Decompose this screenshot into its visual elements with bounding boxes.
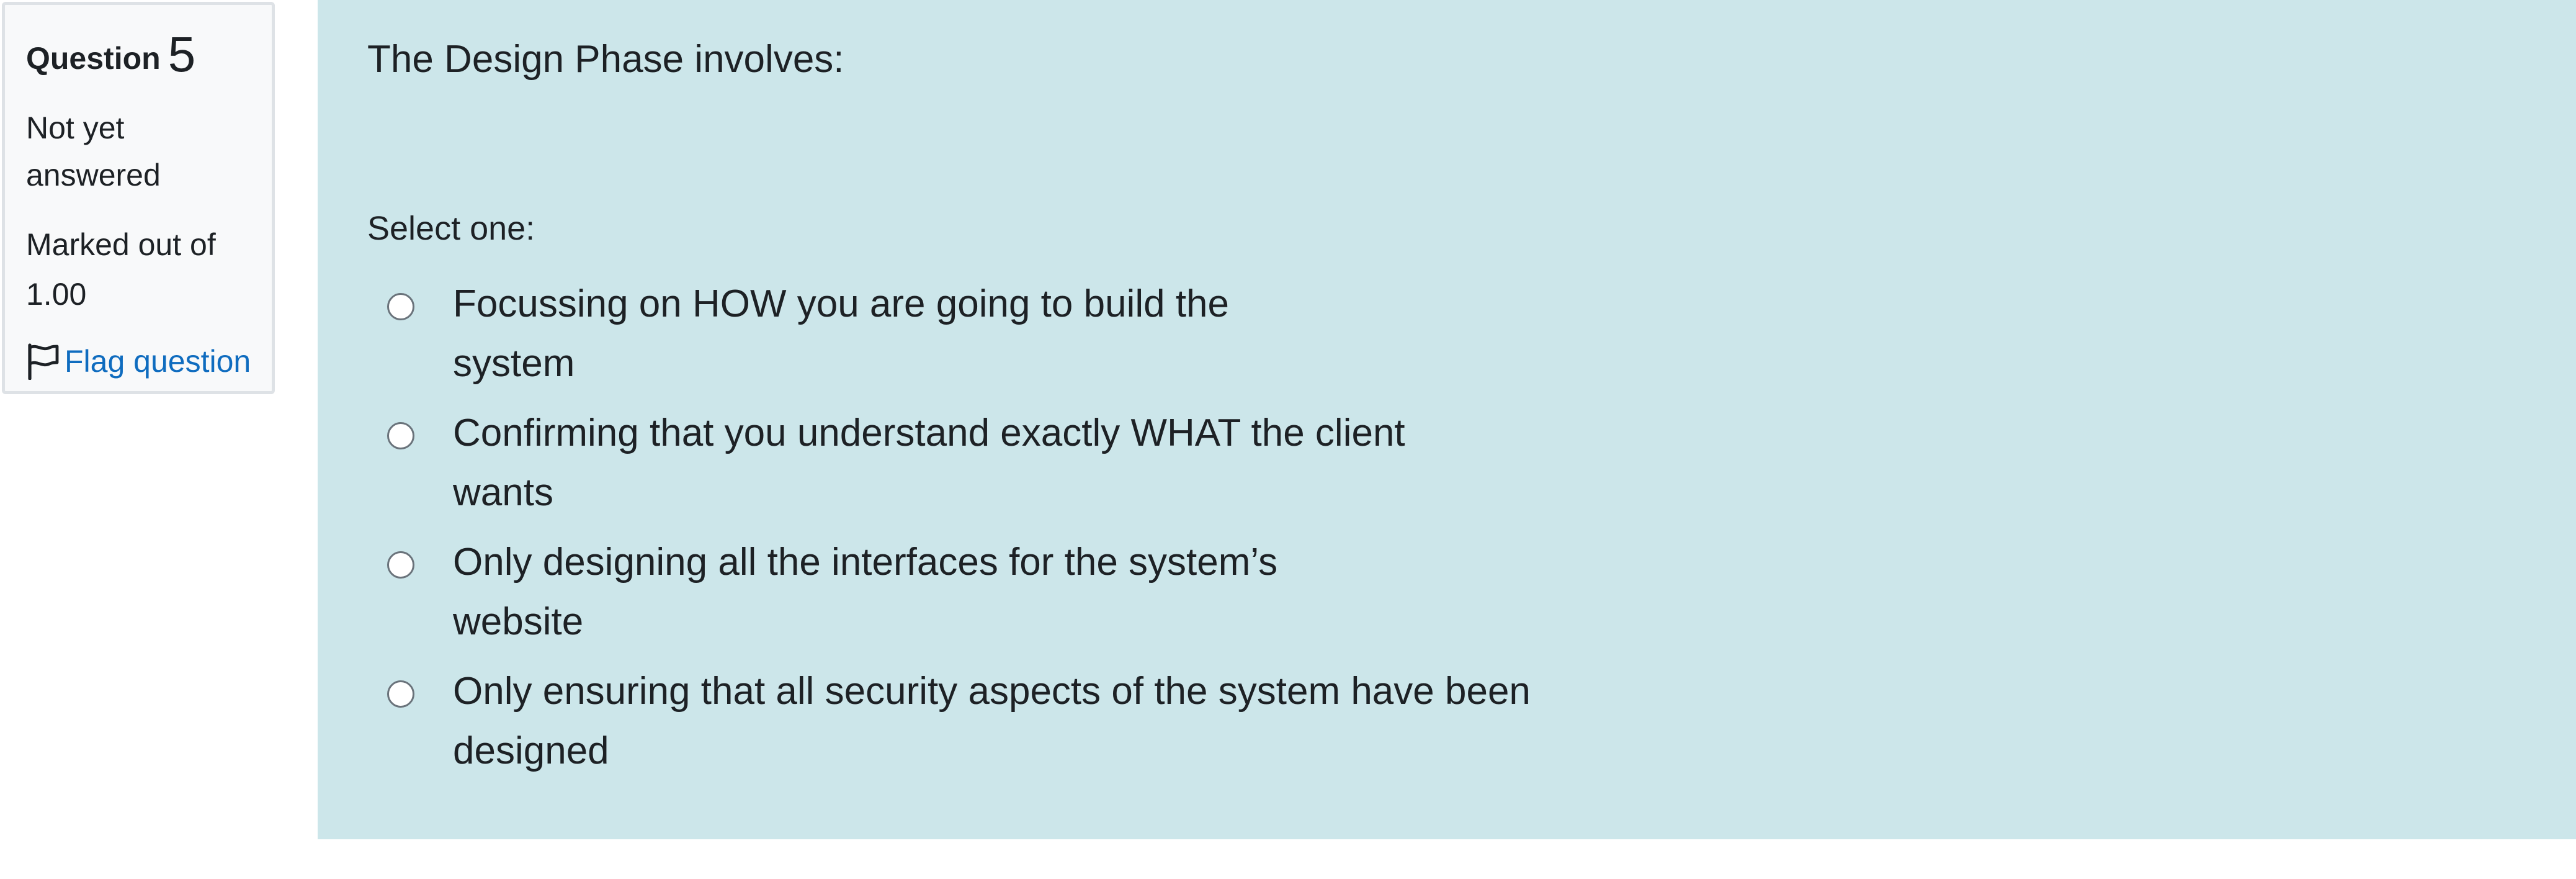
question-content: The Design Phase involves: Select one: F… [318, 0, 2576, 839]
question-text: The Design Phase involves: [367, 38, 844, 81]
answer-option[interactable]: Only designing all the interfaces for th… [387, 541, 1814, 672]
question-number: 5 [168, 27, 196, 82]
answer-prompt: Select one: [367, 210, 535, 247]
answer-radio[interactable] [387, 422, 414, 449]
answer-radio[interactable] [387, 680, 414, 708]
answer-option-label[interactable]: Only ensuring that all security aspects … [453, 670, 1531, 772]
flag-icon [26, 343, 61, 381]
flag-question-label: Flag question [65, 344, 251, 379]
answer-option-label[interactable]: Only designing all the interfaces for th… [453, 541, 1278, 643]
flag-question-link[interactable]: Flag question [26, 343, 272, 381]
answer-radio[interactable] [387, 293, 414, 320]
answer-options: Focussing on HOW you are going to build … [387, 282, 1814, 801]
answer-radio[interactable] [387, 551, 414, 579]
question-state: Not yet answered [26, 110, 161, 192]
question-grade: Marked out of 1.00 [26, 227, 216, 312]
answer-option[interactable]: Confirming that you understand exactly W… [387, 412, 1814, 543]
answer-option[interactable]: Focussing on HOW you are going to build … [387, 282, 1814, 413]
answer-option[interactable]: Only ensuring that all security aspects … [387, 670, 1814, 801]
answer-option-label[interactable]: Confirming that you understand exactly W… [453, 412, 1405, 514]
question-label: Question [26, 41, 161, 76]
answer-option-label[interactable]: Focussing on HOW you are going to build … [453, 282, 1230, 385]
